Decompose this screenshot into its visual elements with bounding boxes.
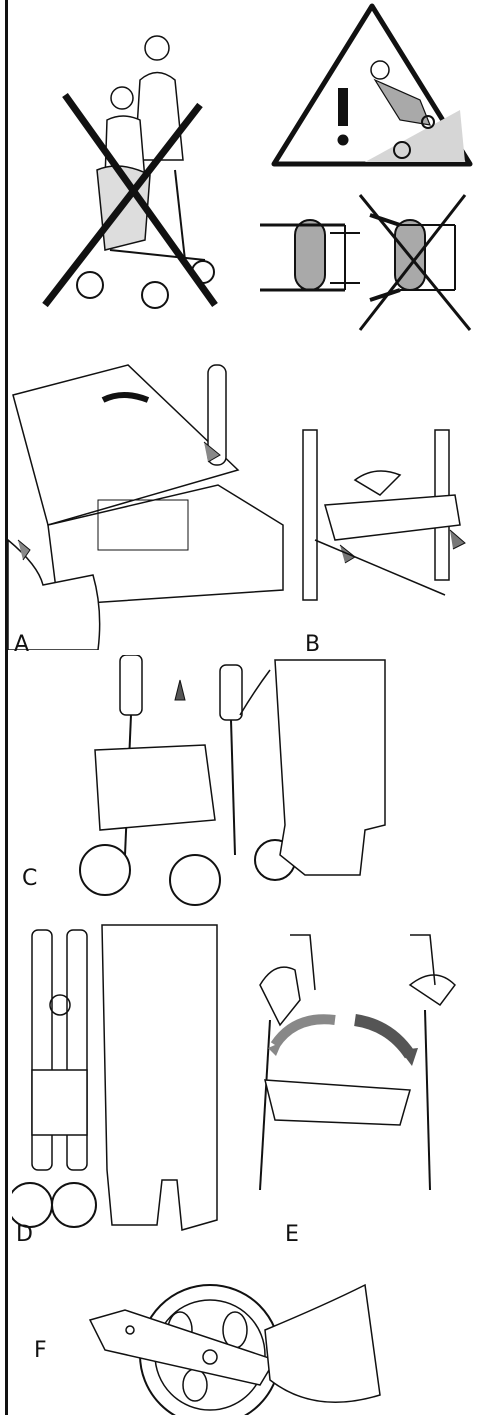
step-e-illustration <box>240 930 480 1195</box>
step-c-illustration <box>65 655 395 915</box>
handle-orientation-diagram <box>255 185 475 335</box>
step-label-d: D <box>16 1222 33 1247</box>
step-d-illustration <box>12 920 230 1250</box>
step-a-illustration <box>8 350 290 650</box>
step-label-b: B <box>305 632 320 657</box>
step-label-f: F <box>34 1338 47 1363</box>
slope-warning-icon <box>270 0 475 170</box>
step-label-e: E <box>285 1222 299 1247</box>
step-f-illustration <box>85 1275 385 1415</box>
step-b-illustration <box>295 425 480 605</box>
page-margin-rule <box>5 0 8 1415</box>
no-transport-illustration <box>35 20 235 320</box>
step-label-c: C <box>22 866 37 891</box>
step-label-a: A <box>14 632 29 657</box>
